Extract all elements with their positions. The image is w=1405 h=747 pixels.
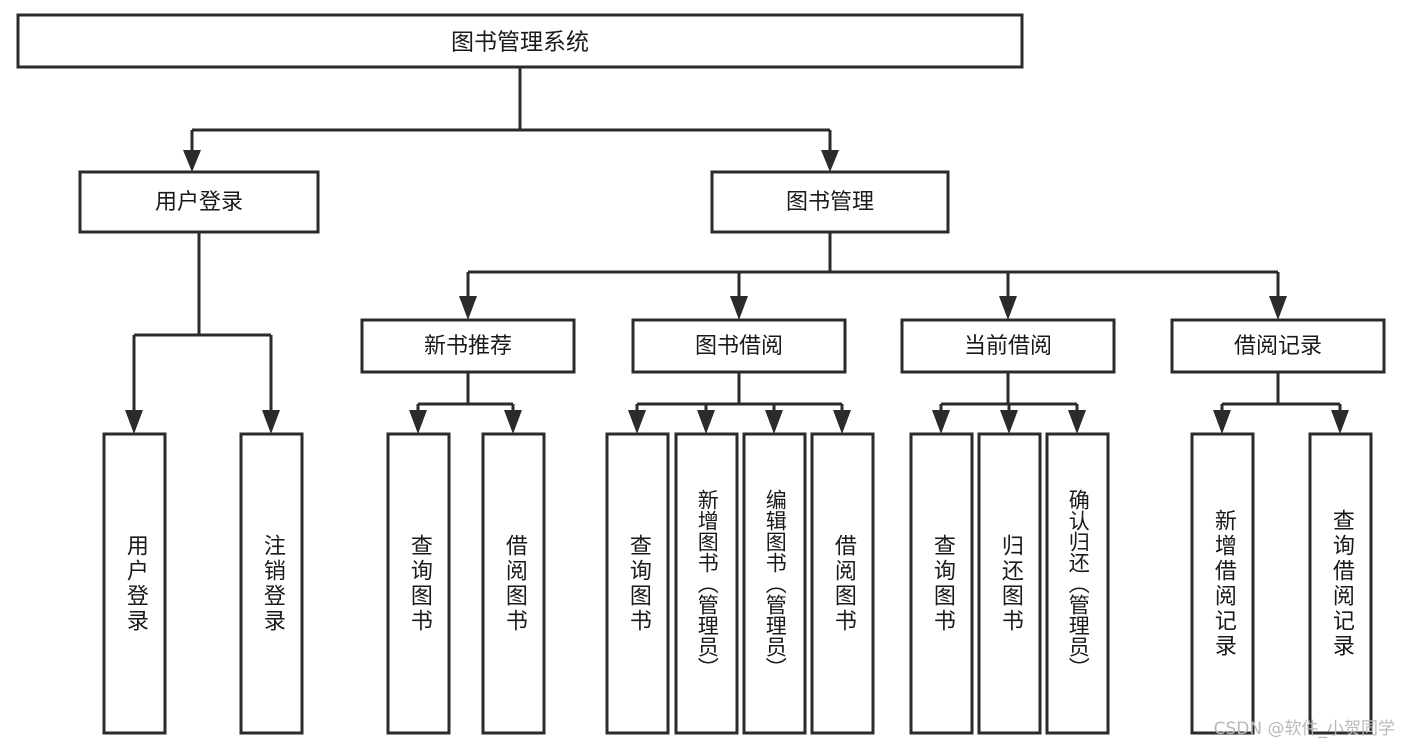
arrow-head-bb-leaf-1: [628, 410, 646, 434]
node-box-book-borrow[interactable]: [631, 318, 847, 374]
node-box-root[interactable]: [16, 13, 1024, 69]
leaf-box-cb-return[interactable]: [977, 432, 1042, 735]
arrow-head-book-borrow: [730, 296, 748, 320]
arrow-head-bb-leaf-2: [697, 410, 715, 434]
node-box-user-login[interactable]: [78, 170, 320, 234]
leaf-box-bb-add[interactable]: [674, 432, 739, 735]
leaf-box-new-book-query[interactable]: [386, 432, 451, 735]
nodes-layer: 图书管理系统 用户登录 图书管理 新书推荐 图书借阅 当前借阅 借阅记录: [16, 13, 1386, 735]
node-label-new-book-recommend: 新书推荐: [424, 334, 512, 359]
leaf-box-cb-query[interactable]: [909, 432, 974, 735]
leaf-box-user-login-login[interactable]: [102, 432, 167, 735]
node-label-borrow-record: 借阅记录: [1234, 334, 1322, 359]
arrow-head-cb-leaf-1: [932, 410, 950, 434]
arrow-head-bb-leaf-4: [833, 410, 851, 434]
leaf-box-br-add[interactable]: [1190, 432, 1255, 735]
arrow-head-new-book: [459, 296, 477, 320]
arrow-head-user-login: [183, 150, 201, 172]
arrow-head-cb-leaf-3: [1068, 410, 1086, 434]
arrow-head-cb-leaf-2: [1000, 410, 1018, 434]
arrow-head-leaf-logout: [262, 410, 280, 434]
leaf-box-bb-borrow[interactable]: [810, 432, 875, 735]
leaf-box-bb-edit[interactable]: [742, 432, 807, 735]
arrow-head-bb-leaf-3: [765, 410, 783, 434]
node-box-book-management[interactable]: [710, 170, 950, 234]
leaf-box-user-login-logout[interactable]: [239, 432, 304, 735]
leaf-box-bb-query[interactable]: [605, 432, 670, 735]
arrow-head-book-mgmt: [821, 150, 839, 172]
node-box-borrow-record[interactable]: [1170, 318, 1386, 374]
connectors-layer: [125, 67, 1349, 434]
node-label-book-management: 图书管理: [786, 190, 874, 215]
leaf-box-cb-confirm[interactable]: [1045, 432, 1110, 735]
node-box-current-borrow[interactable]: [900, 318, 1116, 374]
node-label-book-borrow: 图书借阅: [695, 334, 783, 359]
node-label-root: 图书管理系统: [451, 30, 589, 56]
leaf-box-new-book-borrow[interactable]: [481, 432, 546, 735]
arrow-head-nb-leaf-1: [409, 410, 427, 434]
leaf-box-br-query[interactable]: [1308, 432, 1373, 735]
node-box-new-book-recommend[interactable]: [360, 318, 576, 374]
node-label-current-borrow: 当前借阅: [964, 334, 1052, 359]
arrow-head-current-borrow: [999, 296, 1017, 320]
arrow-head-borrow-record: [1269, 296, 1287, 320]
arrow-head-br-leaf-2: [1331, 410, 1349, 434]
arrow-head-nb-leaf-2: [504, 410, 522, 434]
arrow-head-br-leaf-1: [1213, 410, 1231, 434]
arrow-head-leaf-user-login: [125, 410, 143, 434]
node-label-user-login: 用户登录: [155, 190, 243, 215]
